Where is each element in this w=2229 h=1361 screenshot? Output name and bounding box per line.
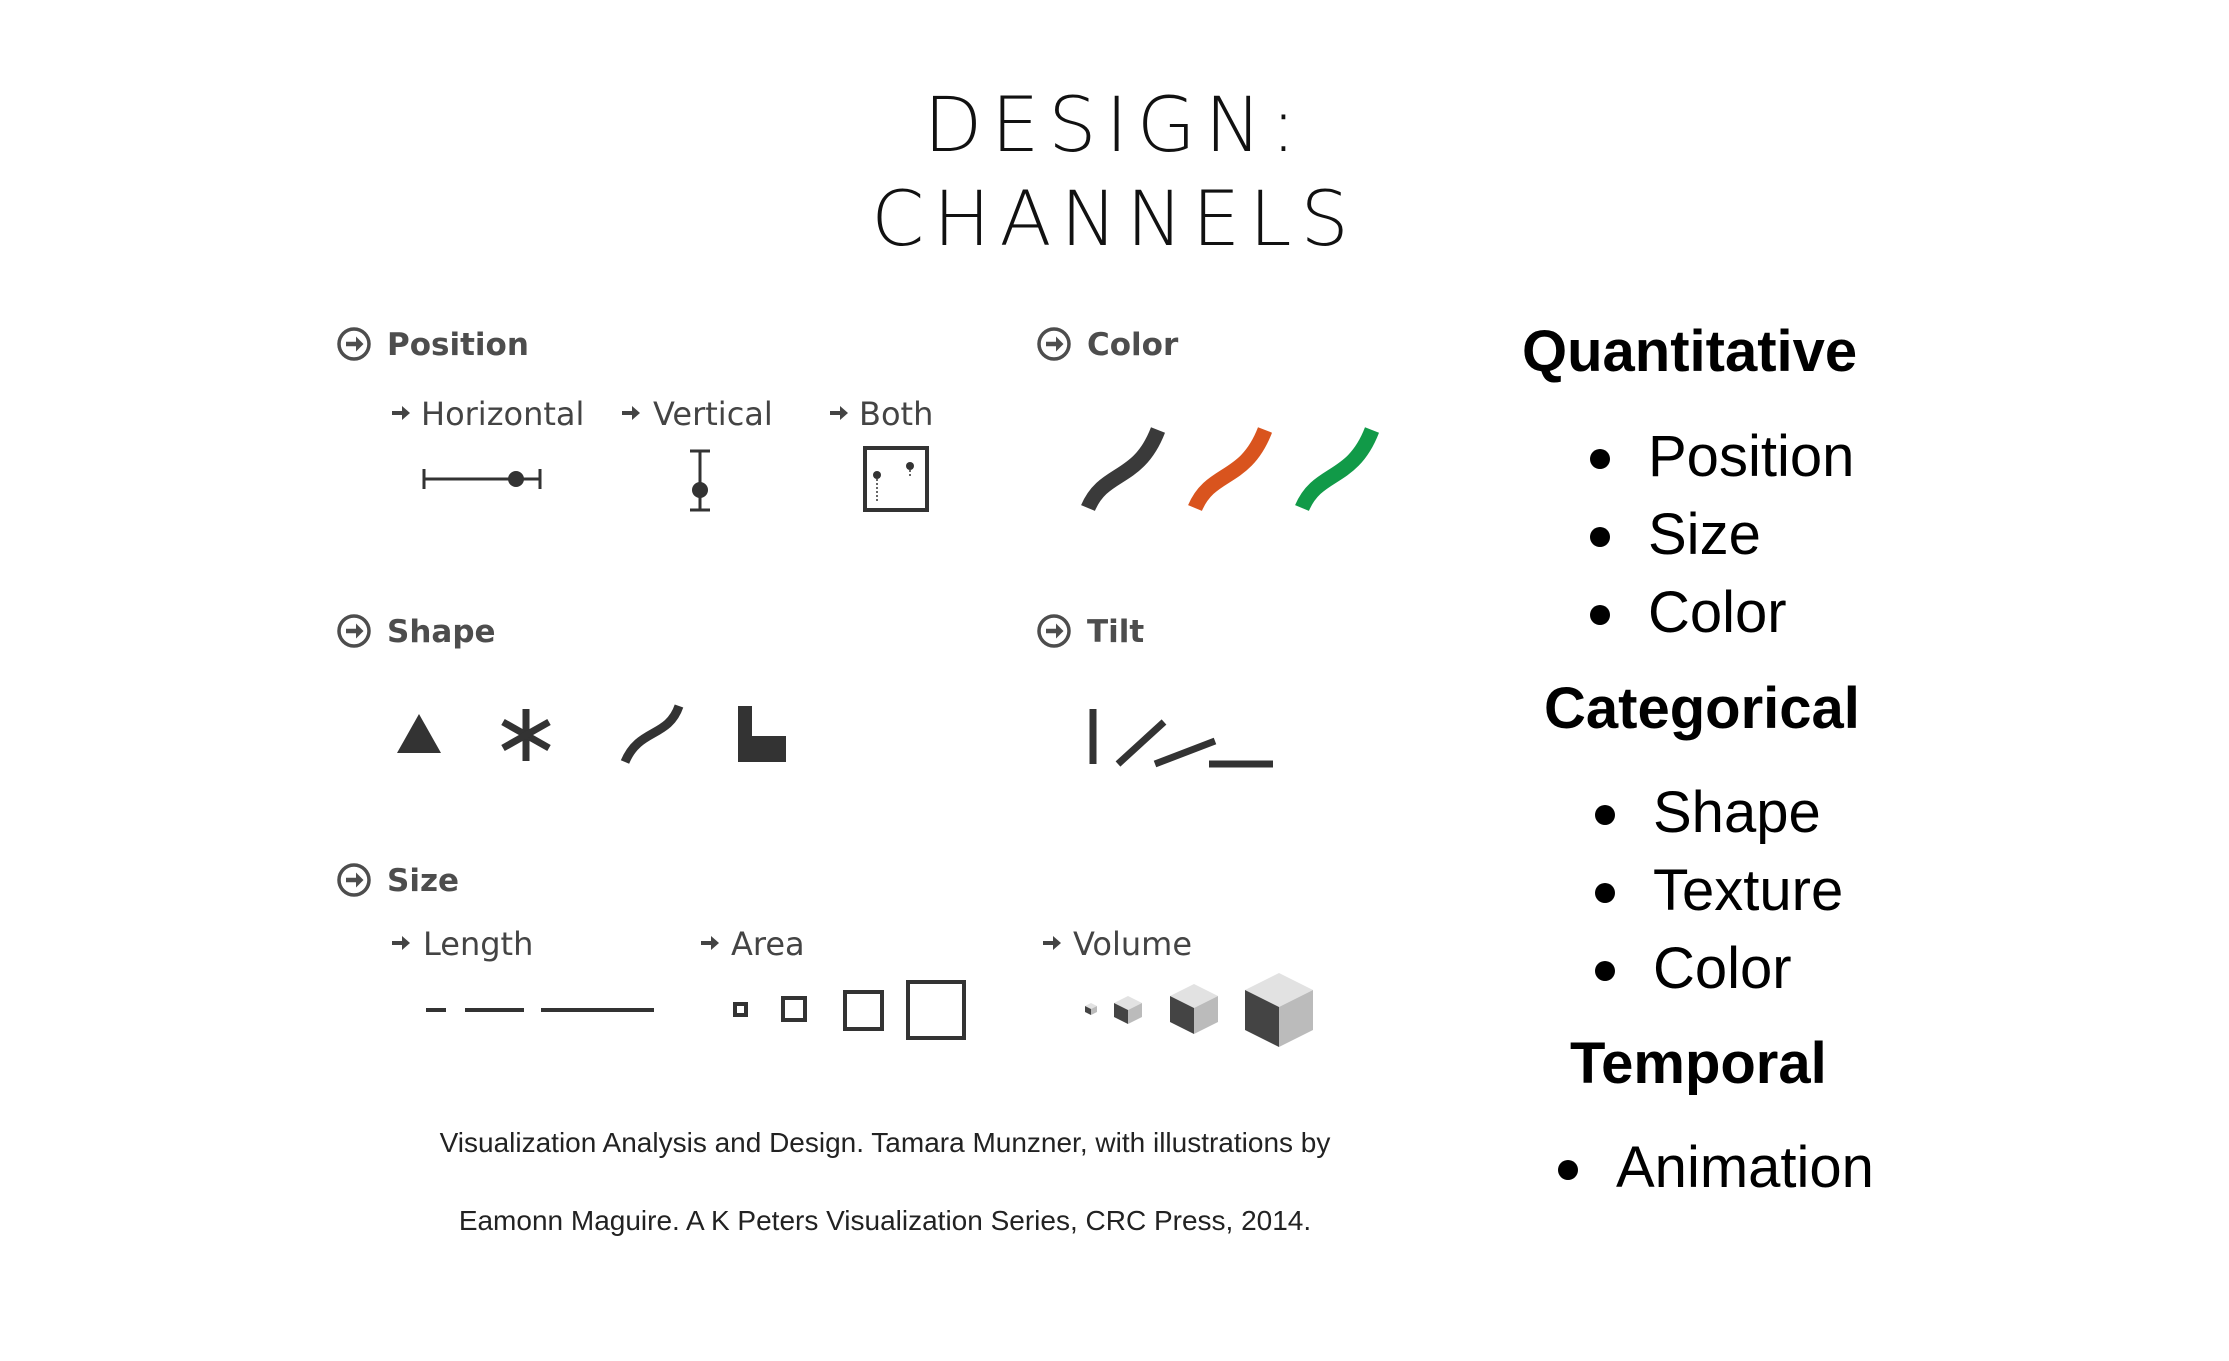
- tilt-glyphs: [1089, 709, 1273, 768]
- l-shape: [738, 706, 786, 762]
- quantitative-heading: Quantitative: [1522, 319, 1858, 384]
- cube-icon: [1170, 984, 1218, 1034]
- color-stroke-green: [1295, 427, 1379, 512]
- position-section: Position Horizontal Vertical Both: [337, 327, 933, 512]
- both-position-glyph: [863, 446, 929, 512]
- list-item: Texture: [1595, 852, 1843, 930]
- horizontal-position-glyph: [422, 469, 542, 489]
- vertical-position-glyph: [690, 449, 710, 512]
- circle-arrow-icon: [1037, 327, 1071, 361]
- size-section: Size Length Area Volume: [337, 863, 1313, 1047]
- categorical-list: Shape Texture Color: [1595, 774, 1843, 1008]
- list-item: Color: [1590, 574, 1854, 652]
- asterisk-shape: [501, 709, 551, 761]
- color-section: Color: [1037, 327, 1379, 512]
- color-heading: Color: [1087, 327, 1179, 363]
- temporal-heading: Temporal: [1570, 1031, 1827, 1096]
- shape-heading: Shape: [387, 614, 496, 650]
- triangle-shape: [397, 714, 441, 753]
- arrow-icon: [392, 936, 410, 950]
- color-stroke-orange: [1188, 427, 1272, 512]
- arrow-icon: [622, 406, 640, 420]
- categorical-heading: Categorical: [1544, 676, 1860, 741]
- curve-shape: [620, 704, 684, 764]
- shape-section: Shape: [337, 614, 786, 764]
- area-label: Area: [731, 925, 805, 963]
- circle-arrow-icon: [337, 614, 371, 648]
- length-label: Length: [423, 925, 533, 963]
- list-item: Position: [1590, 418, 1854, 496]
- title-line-1: DESIGN:: [923, 80, 1306, 169]
- circle-arrow-icon: [337, 327, 371, 361]
- size-heading: Size: [387, 863, 459, 899]
- citation-line-2: Eamonn Maguire. A K Peters Visualization…: [458, 1205, 1312, 1236]
- list-item: Color: [1595, 930, 1843, 1008]
- arrow-icon: [1043, 936, 1061, 950]
- list-item: Size: [1590, 496, 1854, 574]
- horizontal-label: Horizontal: [421, 395, 584, 433]
- color-stroke-dark: [1081, 427, 1165, 512]
- tilt-section: Tilt: [1037, 614, 1273, 768]
- both-label: Both: [859, 395, 933, 433]
- cube-icon: [1114, 996, 1142, 1024]
- vertical-label: Vertical: [653, 395, 773, 433]
- temporal-list: Animation: [1558, 1129, 1874, 1207]
- position-heading: Position: [387, 327, 529, 363]
- tilt-heading: Tilt: [1087, 614, 1144, 650]
- volume-glyphs: [1085, 973, 1313, 1047]
- cube-icon: [1245, 973, 1313, 1047]
- arrow-icon: [392, 406, 410, 420]
- title-line-2: CHANNELS: [871, 174, 1358, 263]
- page-title: DESIGN: CHANNELS: [0, 78, 2229, 266]
- arrow-icon: [830, 406, 848, 420]
- area-glyphs: [733, 980, 966, 1040]
- list-item: Shape: [1595, 774, 1843, 852]
- arrow-icon: [701, 936, 719, 950]
- circle-arrow-icon: [1037, 614, 1071, 648]
- volume-label: Volume: [1073, 925, 1192, 963]
- circle-arrow-icon: [337, 863, 371, 897]
- cube-icon: [1085, 1003, 1097, 1015]
- citation-line-1: Visualization Analysis and Design. Tamar…: [439, 1127, 1331, 1158]
- quantitative-list: Position Size Color: [1590, 418, 1854, 652]
- list-item: Animation: [1558, 1129, 1874, 1207]
